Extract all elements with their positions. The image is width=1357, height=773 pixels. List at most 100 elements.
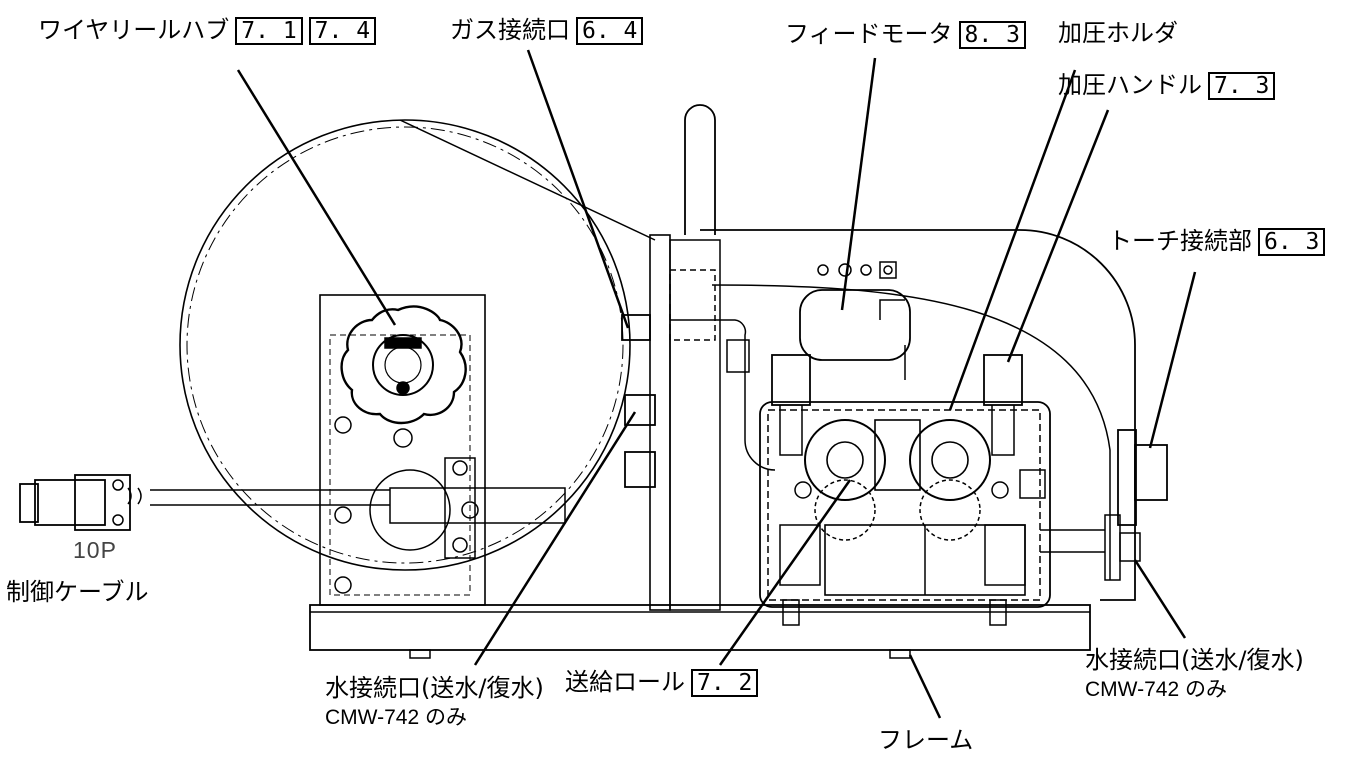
feed-roll-right — [909, 419, 991, 501]
wire-reel-hub-ref-2: 7. 4 — [308, 17, 377, 45]
leader-pressure-handle — [1006, 109, 1110, 363]
water-fitting-left — [624, 394, 656, 426]
leader-feed-motor — [840, 57, 877, 311]
side-block-left — [779, 524, 821, 586]
leader-torch-connector — [1148, 271, 1197, 449]
control-cable-text: 制御ケーブル — [6, 578, 149, 606]
indicator-2 — [838, 263, 852, 277]
pressure-handle-ref: 7. 3 — [1208, 72, 1276, 100]
wire-reel-hub-ref-1: 7. 1 — [235, 17, 303, 45]
leader-water-right — [1133, 559, 1187, 639]
hub-knob-dot — [396, 381, 410, 395]
torch-connector-plate — [1117, 429, 1137, 526]
indicator-3 — [860, 264, 872, 276]
gear-right — [919, 479, 981, 541]
holder-bolt-right — [991, 481, 1009, 499]
wire-reel — [179, 119, 631, 571]
plate-bolt-left-3 — [334, 576, 352, 594]
torch-connector-text: トーチ接続部 — [1108, 227, 1252, 255]
roll-center-block — [874, 419, 921, 491]
feed-roll-ref: 7. 2 — [691, 669, 759, 697]
water-fitting-left-2 — [624, 451, 656, 488]
label-pressure-holder: 加圧ホルダ — [1058, 21, 1178, 45]
hub-knob-label-plate — [384, 337, 422, 349]
hub-bracket — [444, 457, 476, 559]
leader-gas-port — [526, 49, 630, 329]
hub-bracket-bolt-1 — [452, 460, 468, 476]
cable-connector-nut — [19, 483, 39, 523]
feed-motor-text: フィードモータ — [785, 20, 953, 48]
wire-reel-dashed — [186, 126, 624, 564]
wire-reel-top-tangent — [399, 119, 656, 241]
frame-foot-left — [409, 649, 431, 659]
gear-left — [814, 479, 876, 541]
water-port-right-line1: 水接続口(送水/復水) — [1085, 646, 1304, 674]
hub-plate-inner — [329, 334, 471, 596]
panel-hose-box — [669, 269, 716, 341]
cable-connector-screw-1 — [112, 479, 124, 491]
feed-roll-text: 送給ロール — [565, 668, 685, 696]
feed-roll-right-hub — [931, 441, 969, 479]
vertical-panel-back — [669, 239, 721, 611]
gas-port-fitting — [621, 314, 651, 341]
hub-knob-inner — [384, 346, 422, 384]
leader-frame — [908, 654, 942, 719]
feeder-housing — [700, 229, 1136, 601]
label-connector-pins: 10P — [73, 537, 117, 563]
hub-bracket-bolt-2 — [452, 537, 468, 553]
pressure-holder-text: 加圧ホルダ — [1058, 19, 1178, 47]
side-outlet-right — [1019, 469, 1046, 499]
label-control-cable: 制御ケーブル — [6, 580, 149, 604]
indicator-square-dot — [883, 265, 893, 275]
label-frame: フレーム — [878, 728, 973, 752]
water-port-right-line2: CMW-742 のみ — [1085, 678, 1227, 702]
leader-water-left — [473, 411, 637, 666]
pressure-handle-text: 加圧ハンドル — [1058, 71, 1202, 99]
feed-motor — [799, 289, 911, 361]
label-water-port-left: 水接続口(送水/復水) CMW-742 のみ — [325, 673, 544, 731]
pressure-holder-dashed — [767, 409, 1041, 601]
frame-foot-right — [889, 649, 911, 659]
carry-handle — [684, 104, 716, 235]
hub-bolt-hole — [393, 428, 413, 448]
water-port-left-line2: CMW-742 のみ — [325, 706, 467, 730]
label-water-port-right: 水接続口(送水/復水) CMW-742 のみ — [1085, 645, 1304, 703]
holder-bolt-left — [794, 481, 812, 499]
leader-wire-reel-hub — [236, 69, 397, 326]
frame-base — [309, 604, 1091, 651]
cable-connector-body — [34, 479, 106, 526]
motor-lead — [879, 299, 906, 380]
pressure-handle-right — [983, 354, 1023, 406]
indicator-square — [879, 261, 897, 279]
elbow-fitting — [726, 339, 750, 373]
cable-break — [127, 487, 142, 505]
gas-port-text: ガス接続口 — [450, 16, 570, 44]
plate-bolt-right — [461, 501, 479, 519]
water-port-right-fitting — [1119, 532, 1141, 562]
pressure-handle-left-stem — [779, 405, 803, 456]
frame-text: フレーム — [878, 726, 974, 754]
plate-bolt-left-2 — [334, 506, 352, 524]
feed-roll-left-hub — [826, 441, 864, 479]
control-cable — [150, 489, 390, 506]
torch-connector-ref: 6. 3 — [1258, 228, 1326, 256]
pressure-holder-plate — [759, 401, 1051, 608]
hub-knob — [340, 305, 467, 425]
hub-lower-circle — [369, 469, 451, 551]
cable-connector-plate — [74, 474, 131, 531]
plate-bolt-left-1 — [334, 416, 352, 434]
cable-connector-screw-2 — [112, 514, 124, 526]
leader-feed-roll — [718, 479, 852, 666]
water-port-left-line1: 水接続口(送水/復水) — [325, 674, 544, 702]
feeder-housing-inner — [711, 284, 1111, 580]
indicator-1 — [817, 264, 829, 276]
water-hose-right — [1040, 529, 1105, 553]
